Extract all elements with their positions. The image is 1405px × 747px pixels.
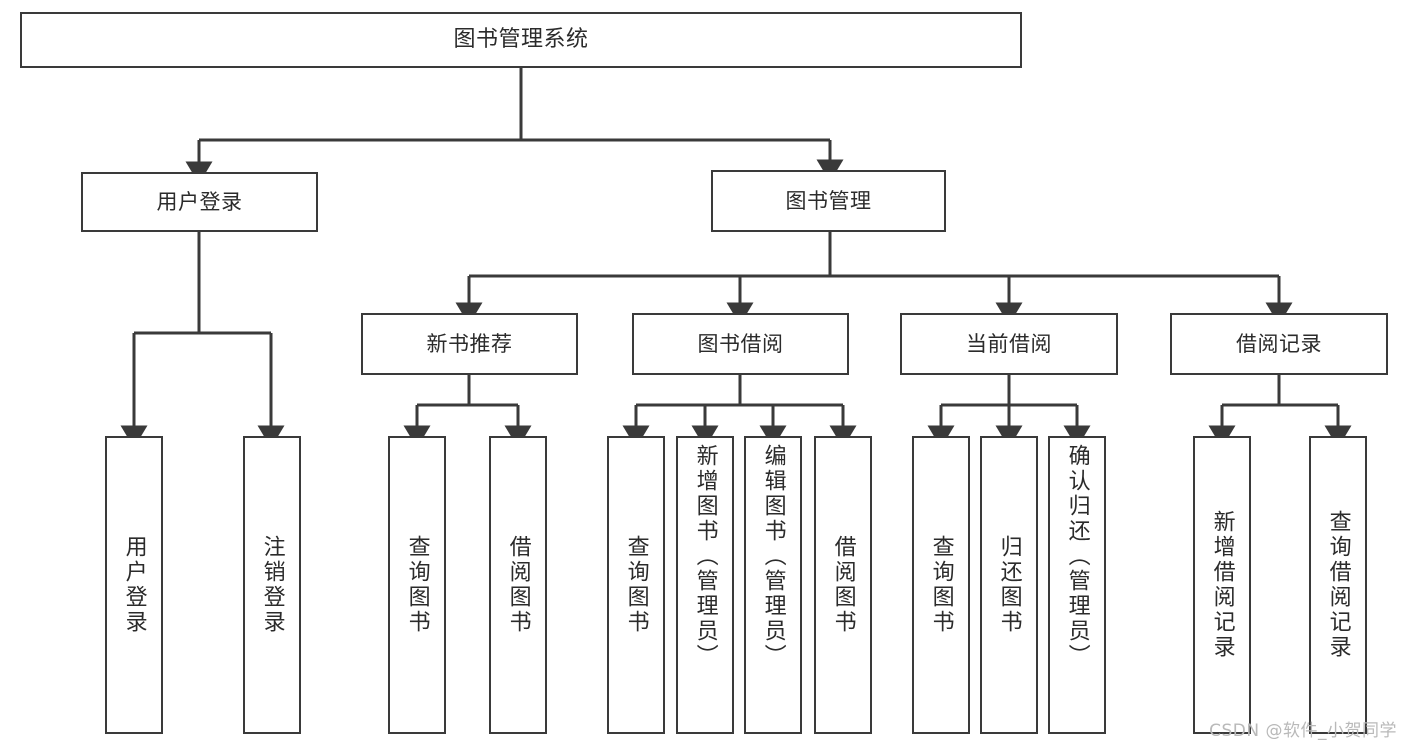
node-label: 新书推荐 [426,331,513,356]
node-label: 注销登录 [259,535,285,635]
node-label: 用户登录 [156,189,243,214]
node-root-system[interactable]: 图书管理系统 [20,12,1022,68]
leaf-logout-login[interactable]: 注销登录 [243,436,301,734]
leaf-edit-book-admin[interactable]: 编辑图书（管理员） [744,436,802,734]
node-label: 查询图书 [623,535,649,635]
csdn-watermark: CSDN @软件_小贺同学 [1209,721,1397,741]
leaf-query-book-3[interactable]: 查询图书 [912,436,970,734]
leaf-borrow-book-1[interactable]: 借阅图书 [489,436,547,734]
node-label: 编辑图书（管理员） [760,444,786,669]
leaf-user-login[interactable]: 用户登录 [105,436,163,734]
node-borrow-record[interactable]: 借阅记录 [1170,313,1388,375]
node-label: 图书管理系统 [453,27,589,53]
node-label: 用户登录 [121,535,147,635]
node-label: 查询借阅记录 [1325,510,1351,660]
node-label: 借阅记录 [1236,331,1322,356]
node-new-book-recommend[interactable]: 新书推荐 [361,313,578,375]
leaf-borrow-book-2[interactable]: 借阅图书 [814,436,872,734]
node-label: 当前借阅 [966,331,1052,356]
node-label: 图书管理 [785,188,872,213]
leaf-return-book[interactable]: 归还图书 [980,436,1038,734]
node-book-borrow[interactable]: 图书借阅 [632,313,849,375]
node-label: 新增借阅记录 [1209,510,1235,660]
node-user-login[interactable]: 用户登录 [81,172,318,232]
node-book-management[interactable]: 图书管理 [711,170,946,232]
node-label: 查询图书 [404,535,430,635]
leaf-add-borrow-record[interactable]: 新增借阅记录 [1193,436,1251,734]
leaf-confirm-return-admin[interactable]: 确认归还（管理员） [1048,436,1106,734]
leaf-query-borrow-record[interactable]: 查询借阅记录 [1309,436,1367,734]
node-label: 借阅图书 [505,535,531,635]
leaf-add-book-admin[interactable]: 新增图书（管理员） [676,436,734,734]
node-label: 归还图书 [996,535,1022,635]
node-label: 借阅图书 [830,535,856,635]
node-label: 新增图书（管理员） [692,444,718,669]
leaf-query-book-1[interactable]: 查询图书 [388,436,446,734]
node-label: 图书借阅 [697,331,784,356]
node-current-borrow[interactable]: 当前借阅 [900,313,1118,375]
leaf-query-book-2[interactable]: 查询图书 [607,436,665,734]
node-label: 查询图书 [928,535,954,635]
node-label: 确认归还（管理员） [1064,444,1090,669]
